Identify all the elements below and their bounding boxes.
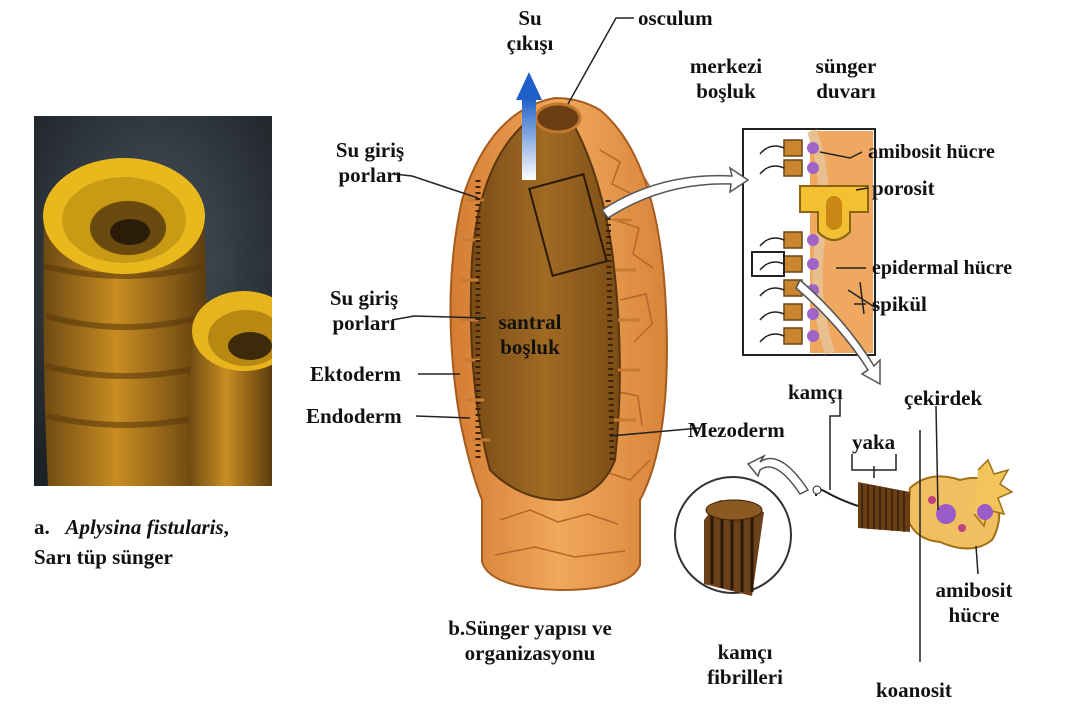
- label-amoebocyte-2-line2: hücre: [924, 603, 1024, 628]
- label-flagellum-fibrils: kamçı fibrilleri: [690, 640, 800, 690]
- label-central-cavity-detail-line2: boşluk: [676, 79, 776, 104]
- label-amoebocyte-2: amibosit hücre: [924, 578, 1024, 628]
- label-choanocyte: koanosit: [876, 678, 952, 703]
- label-central-cavity-detail: merkezi boşluk: [676, 54, 776, 104]
- label-water-exit: Su çıkışı: [490, 6, 570, 56]
- flagellum-fibrils-detail: [675, 477, 791, 596]
- label-epidermal-cell: epidermal hücre: [872, 256, 1012, 281]
- caption-b-line1: b.Sünger yapısı ve: [420, 616, 640, 641]
- label-water-inlet-pores-1-line2: porları: [322, 163, 418, 188]
- choanocyte-cell: [813, 460, 1012, 549]
- label-water-inlet-pores-1: Su giriş porları: [322, 138, 418, 188]
- label-amoebocyte: amibosit hücre: [868, 140, 995, 165]
- label-water-inlet-pores-2-line1: Su giriş: [316, 286, 412, 311]
- label-ectoderm: Ektoderm: [310, 362, 401, 387]
- label-osculum: osculum: [638, 6, 713, 31]
- label-amoebocyte-2-line1: amibosit: [924, 578, 1024, 603]
- label-sponge-wall-line2: duvarı: [796, 79, 896, 104]
- label-flagellum-fibrils-line2: fibrilleri: [690, 665, 800, 690]
- label-water-exit-line1: Su: [490, 6, 570, 31]
- label-water-inlet-pores-1-line1: Su giriş: [322, 138, 418, 163]
- label-water-inlet-pores-2: Su giriş porları: [316, 286, 412, 336]
- label-sponge-wall: sünger duvarı: [796, 54, 896, 104]
- label-nucleus: çekirdek: [904, 386, 982, 411]
- label-flagellum-fibrils-line1: kamçı: [690, 640, 800, 665]
- sponge-wall-detail: [743, 129, 876, 355]
- label-flagellum: kamçı: [788, 380, 843, 405]
- label-central-cavity-detail-line1: merkezi: [676, 54, 776, 79]
- label-water-exit-line2: çıkışı: [490, 31, 570, 56]
- caption-b: b.Sünger yapısı ve organizasyonu: [420, 616, 640, 666]
- label-porocyte: porosit: [872, 176, 935, 201]
- label-endoderm: Endoderm: [306, 404, 402, 429]
- label-mesoderm: Mezoderm: [688, 418, 785, 443]
- label-central-cavity-line2: boşluk: [480, 335, 580, 360]
- label-sponge-wall-line1: sünger: [796, 54, 896, 79]
- label-collar: yaka: [852, 430, 895, 455]
- label-spicule: spikül: [872, 292, 927, 317]
- label-central-cavity: santral boşluk: [480, 310, 580, 360]
- label-water-inlet-pores-2-line2: porları: [316, 311, 412, 336]
- label-central-cavity-line1: santral: [480, 310, 580, 335]
- caption-b-line2: organizasyonu: [420, 641, 640, 666]
